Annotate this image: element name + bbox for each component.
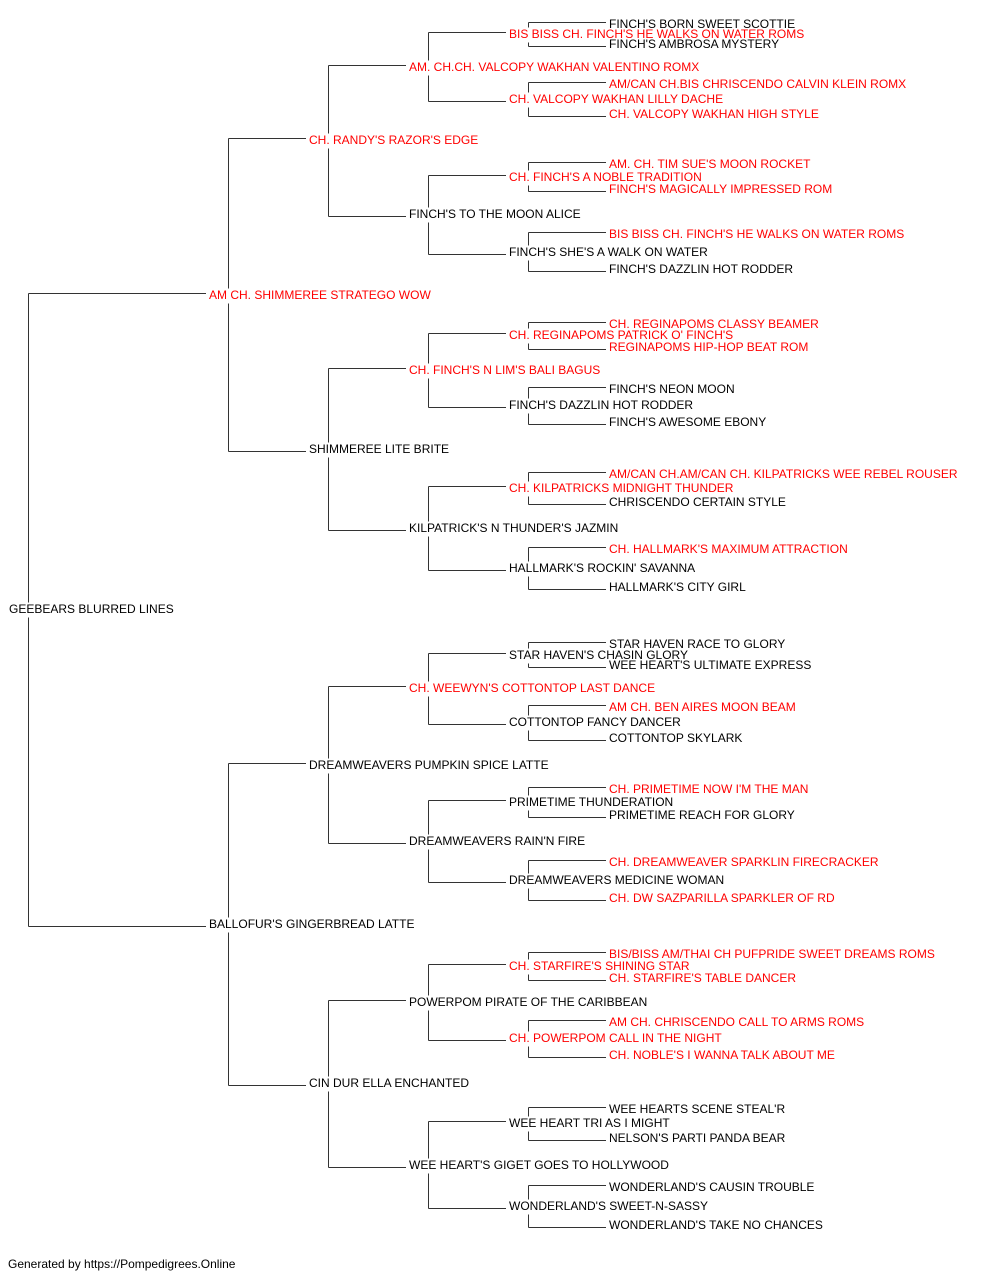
ancestor-name: CH. POWERPOM CALL IN THE NIGHT — [509, 1031, 722, 1046]
ancestor-name: STAR HAVEN'S CHASIN GLORY — [509, 647, 688, 662]
ancestor-name: DREAMWEAVERS RAIN'N FIRE — [409, 833, 586, 848]
ancestor-name: WONDERLAND'S CAUSIN TROUBLE — [609, 1179, 815, 1194]
ancestor-name: AM/CAN CH.AM/CAN CH. KILPATRICKS WEE REB… — [609, 467, 958, 481]
subject-dog-name: GEEBEARS BLURRED LINES — [9, 602, 174, 617]
ancestor-name: WEE HEART'S GIGET GOES TO HOLLYWOOD — [409, 1157, 669, 1172]
ancestor-name: CH. DW SAZPARILLA SPARKLER OF RD — [609, 890, 835, 905]
ancestor-name: CH. DREAMWEAVER SPARKLIN FIRECRACKER — [609, 854, 879, 869]
footer-credit: Generated by https://Pompedigrees.Online — [8, 1257, 236, 1271]
ancestor-name: CH. KILPATRICKS MIDNIGHT THUNDER — [509, 480, 734, 495]
ancestor-name: KILPATRICK'S N THUNDER'S JAZMIN — [409, 520, 619, 535]
ancestor-name: COTTONTOP FANCY DANCER — [509, 715, 681, 730]
ancestor-name: WONDERLAND'S TAKE NO CHANCES — [609, 1218, 823, 1233]
ancestor-name: BIS/BISS AM/THAI CH PUFPRIDE SWEET DREAM… — [609, 947, 935, 961]
ancestor-name: CH. VALCOPY WAKHAN HIGH STYLE — [609, 107, 819, 121]
ancestor-name: AM CH. BEN AIRES MOON BEAM — [609, 699, 796, 714]
ancestor-name: WEE HEART TRI AS I MIGHT — [509, 1116, 670, 1131]
ancestor-name: FINCH'S SHE'S A WALK ON WATER — [509, 244, 708, 259]
ancestor-name: BIS BISS CH. FINCH'S HE WALKS ON WATER R… — [609, 227, 905, 241]
ancestor-name: FINCH'S AWESOME EBONY — [609, 414, 767, 429]
ancestor-name: CH. WEEWYN'S COTTONTOP LAST DANCE — [409, 681, 656, 696]
ancestor-name: AM. CH. TIM SUE'S MOON ROCKET — [609, 157, 811, 171]
ancestor-name: AM. CH.CH. VALCOPY WAKHAN VALENTINO ROMX — [409, 59, 700, 74]
ancestor-name: DREAMWEAVERS PUMPKIN SPICE LATTE — [309, 757, 549, 772]
ancestor-name: CH. VALCOPY WAKHAN LILLY DACHE — [509, 92, 724, 106]
ancestor-name: FINCH'S MAGICALLY IMPRESSED ROM — [609, 182, 833, 196]
ancestor-name: BIS BISS CH. FINCH'S HE WALKS ON WATER R… — [509, 27, 805, 41]
ancestor-name: COTTONTOP SKYLARK — [609, 730, 743, 745]
ancestor-name: CH. FINCH'S A NOBLE TRADITION — [509, 169, 702, 184]
ancestor-name: STAR HAVEN RACE TO GLORY — [609, 637, 786, 651]
ancestor-name: CIN DUR ELLA ENCHANTED — [309, 1076, 470, 1091]
ancestor-name: AM CH. CHRISCENDO CALL TO ARMS ROMS — [609, 1014, 865, 1029]
ancestor-name: CHRISCENDO CERTAIN STYLE — [609, 494, 786, 509]
ancestor-name: FINCH'S BORN SWEET SCOTTIE — [609, 17, 796, 31]
ancestor-name: FINCH'S TO THE MOON ALICE — [409, 207, 581, 221]
ancestor-name: HALLMARK'S CITY GIRL — [609, 579, 746, 594]
ancestor-name: AM CH. SHIMMEREE STRATEGO WOW — [209, 287, 431, 302]
ancestor-name: FINCH'S NEON MOON — [609, 382, 735, 396]
ancestor-name: WEE HEART'S ULTIMATE EXPRESS — [609, 658, 812, 673]
ancestor-name: DREAMWEAVERS MEDICINE WOMAN — [509, 872, 725, 887]
ancestor-name: CH. STARFIRE'S TABLE DANCER — [609, 970, 796, 985]
ancestor-name: SHIMMEREE LITE BRITE — [309, 442, 450, 456]
ancestor-name: BALLOFUR'S GINGERBREAD LATTE — [209, 917, 415, 931]
ancestor-name: FINCH'S AMBROSA MYSTERY — [609, 37, 780, 51]
ancestor-name: WEE HEARTS SCENE STEAL'R — [609, 1102, 786, 1116]
ancestor-name: CH. REGINAPOMS PATRICK O' FINCH'S — [509, 328, 734, 343]
ancestor-name: CH. PRIMETIME NOW I'M THE MAN — [609, 782, 809, 796]
ancestor-name: NELSON'S PARTI PANDA BEAR — [609, 1130, 786, 1145]
ancestor-name: CH. FINCH'S N LIM'S BALI BAGUS — [409, 363, 601, 378]
ancestor-name: WONDERLAND'S SWEET-N-SASSY — [509, 1198, 708, 1213]
ancestor-name: CH. HALLMARK'S MAXIMUM ATTRACTION — [609, 542, 848, 556]
ancestor-name: AM/CAN CH.BIS CHRISCENDO CALVIN KLEIN RO… — [609, 77, 907, 91]
ancestor-name: CH. STARFIRE'S SHINING STAR — [509, 958, 690, 973]
ancestor-name: HALLMARK'S ROCKIN' SAVANNA — [509, 560, 696, 575]
ancestor-name: CH. REGINAPOMS CLASSY BEAMER — [609, 317, 819, 331]
ancestor-name: FINCH'S DAZZLIN HOT RODDER — [509, 398, 694, 413]
ancestor-name: POWERPOM PIRATE OF THE CARIBBEAN — [409, 995, 648, 1010]
ancestor-name: PRIMETIME THUNDERATION — [509, 795, 674, 810]
ancestor-name: REGINAPOMS HIP-HOP BEAT ROM — [609, 339, 809, 354]
ancestor-name: FINCH'S DAZZLIN HOT RODDER — [609, 262, 794, 276]
ancestor-name: CH. RANDY'S RAZOR'S EDGE — [309, 133, 479, 148]
ancestor-name: PRIMETIME REACH FOR GLORY — [609, 808, 795, 823]
ancestor-name: CH. NOBLE'S I WANNA TALK ABOUT ME — [609, 1048, 835, 1063]
